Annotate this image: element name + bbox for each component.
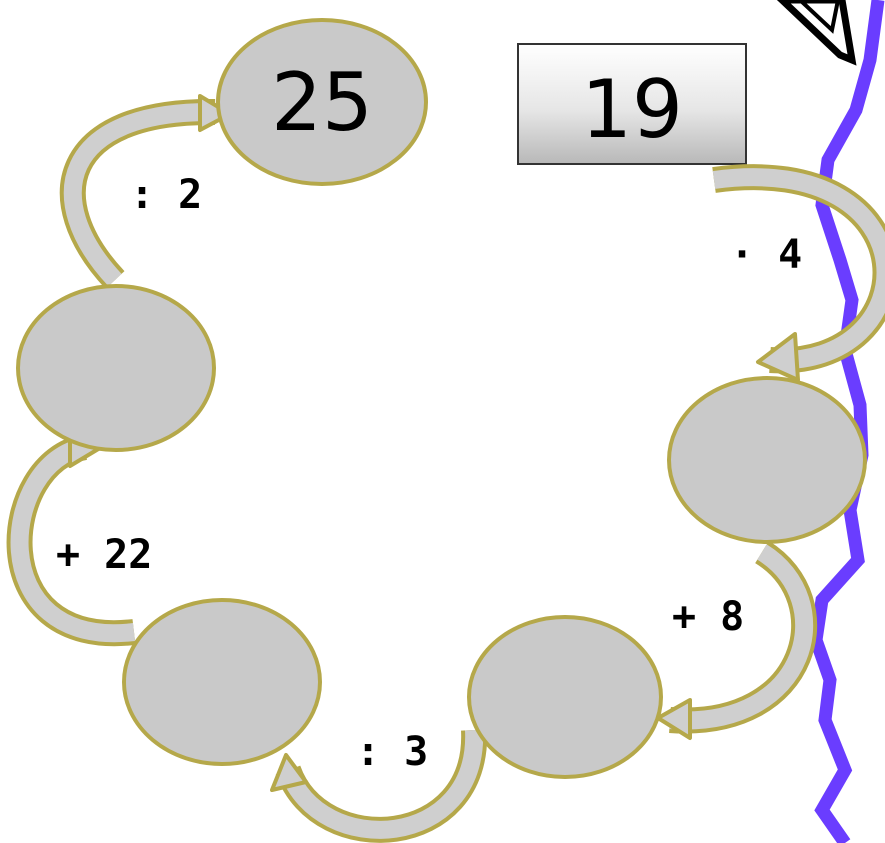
arrow-3 [270,729,488,843]
start-value: 19 [581,63,683,156]
node-5: 25 [216,18,428,186]
arrow-1 [712,164,885,382]
node-1 [667,376,867,544]
op-label-4: + 22 [56,532,152,578]
node-5-value: 25 [271,56,373,149]
node-4 [16,284,216,452]
decorative-corner-shape [776,0,857,66]
start-value-box: 19 [517,43,747,165]
node-2 [467,615,663,779]
op-label-2: + 8 [672,594,744,640]
op-label-5: : 2 [130,172,202,218]
node-3 [122,598,322,766]
op-label-3: : 3 [356,729,428,775]
op-label-1: · 4 [730,232,802,278]
arrow-2 [656,540,818,740]
arrow-5 [59,94,232,289]
